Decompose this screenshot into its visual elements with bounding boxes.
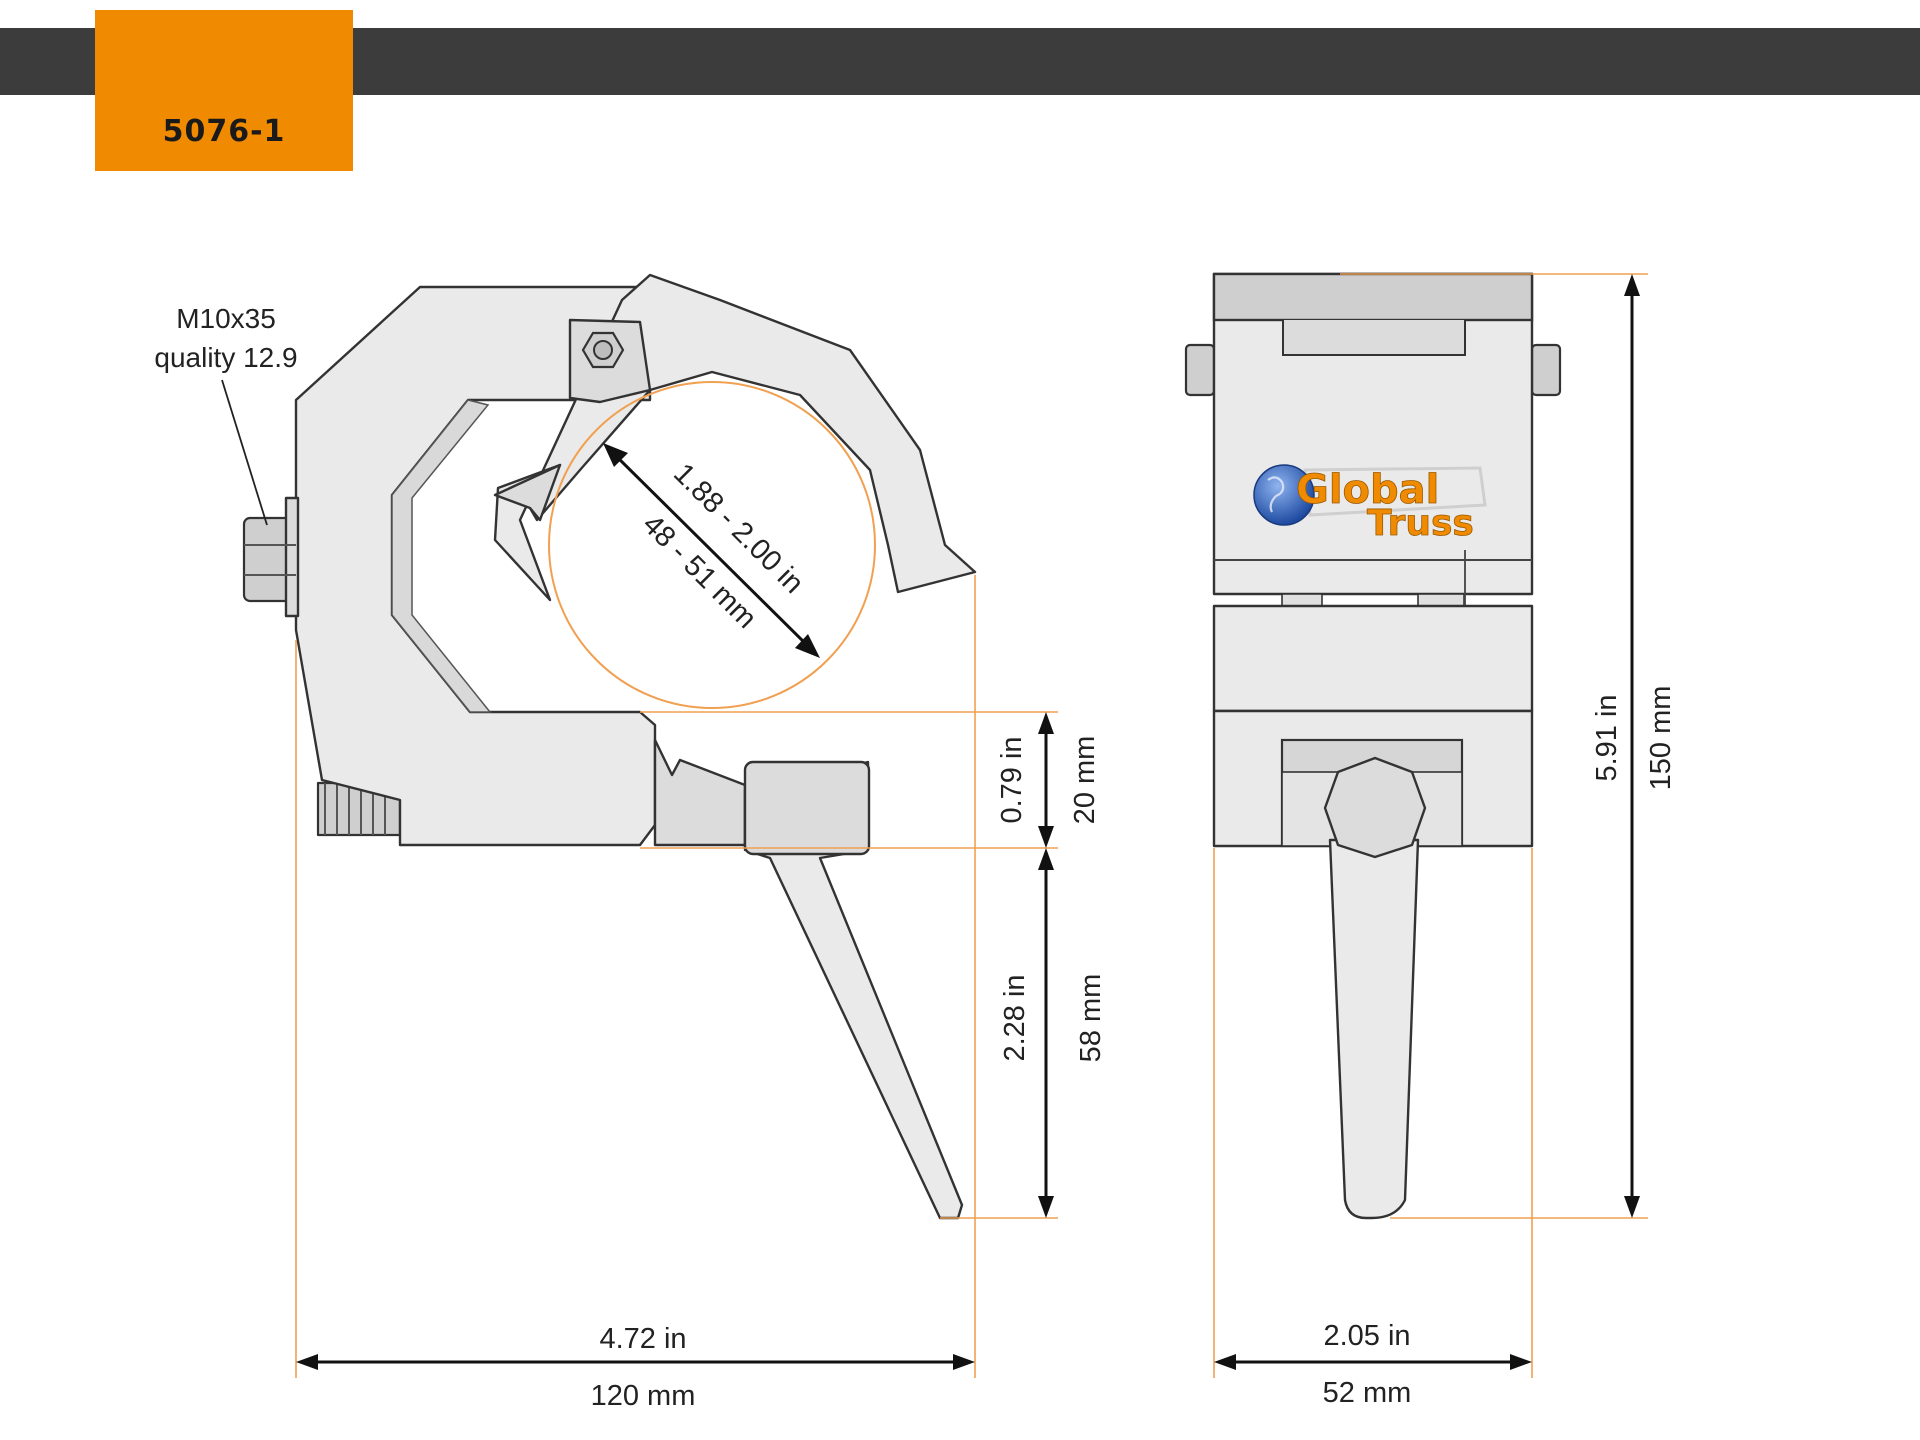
logo-word-truss: Truss — [1367, 503, 1474, 544]
lever-cam — [743, 760, 871, 856]
front-view: Global Truss — [1184, 272, 1562, 1220]
lever-in: 2.28 in — [999, 974, 1031, 1061]
bolt-spec-line2: quality 12.9 — [154, 342, 297, 373]
lower-jaw — [653, 738, 747, 847]
part-number: 5076-1 — [162, 114, 286, 149]
jaw-hook — [493, 463, 562, 522]
gap-in: 0.79 in — [996, 736, 1028, 823]
global-truss-logo: Global Truss — [1253, 464, 1487, 544]
extension-lines — [295, 273, 1648, 1378]
height-in: 5.91 in — [1591, 694, 1623, 781]
side-view — [242, 273, 977, 1220]
front-width-mm: 52 mm — [1323, 1377, 1412, 1409]
front-middle-block — [1212, 604, 1534, 713]
dimension-lines — [221, 274, 1640, 1370]
tube-outline — [548, 381, 876, 709]
side-width-in: 4.72 in — [599, 1323, 686, 1355]
hinge-nut-icon — [581, 331, 625, 369]
bolt-spec-line1: M10x35 — [176, 303, 276, 334]
front-width-in: 2.05 in — [1323, 1320, 1410, 1352]
bolt-head-icon — [242, 496, 300, 618]
logo-word-global: Global — [1296, 467, 1439, 513]
lever-mm: 58 mm — [1075, 974, 1107, 1063]
clamp-inner-face — [391, 399, 492, 713]
front-lever — [1328, 838, 1420, 1220]
front-right-bolt — [1530, 343, 1562, 397]
side-width-mm: 120 mm — [591, 1380, 696, 1412]
part-number-tab: 5076-1 — [95, 10, 353, 171]
gap-mm: 20 mm — [1069, 736, 1101, 825]
height-mm: 150 mm — [1645, 686, 1677, 791]
front-lever-cap — [1323, 756, 1427, 859]
front-left-bolt — [1184, 343, 1216, 397]
